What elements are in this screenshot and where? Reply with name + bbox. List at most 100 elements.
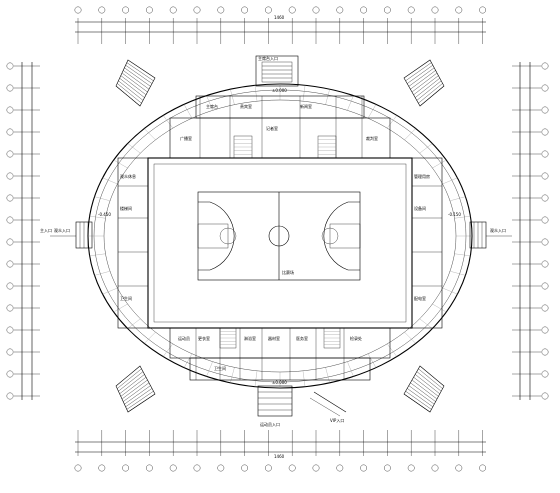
axis-bubble xyxy=(541,304,549,312)
seating-radial xyxy=(432,159,447,169)
axis-bubble xyxy=(6,260,14,268)
axis-bubble xyxy=(217,6,225,14)
axis-bubble xyxy=(6,370,14,378)
stair-tread xyxy=(416,80,442,101)
stair-fan-sw xyxy=(115,365,156,413)
axis-bubble xyxy=(74,6,82,14)
stadium-outline xyxy=(87,83,473,389)
room-label: 贵宾室 xyxy=(240,103,252,109)
seating-radial xyxy=(404,332,416,344)
seating-radial xyxy=(367,104,377,119)
stair-tread xyxy=(124,385,151,405)
stair-tread xyxy=(119,78,145,98)
south-room-labels: 运动员 更衣室 淋浴室 器材室 医务室 检录处 卫生间 xyxy=(178,335,362,371)
seating-radial xyxy=(387,115,398,129)
axis-bubble xyxy=(288,6,296,14)
seating-radial xyxy=(442,177,458,185)
top-dimension-chain: 1460 xyxy=(74,6,486,44)
stair-tread xyxy=(124,67,151,87)
room-label: 管理用房 xyxy=(414,173,430,179)
axis-bubble xyxy=(541,128,549,136)
room-label: 楼梯间 xyxy=(120,205,132,211)
axis-bubble xyxy=(217,464,225,472)
elevation-mark: ±0.000 xyxy=(272,88,287,93)
seating-radial xyxy=(113,159,128,169)
axis-bubble xyxy=(6,84,14,92)
stair-tread xyxy=(127,393,156,413)
axis-bubble xyxy=(541,370,549,378)
axis-bubble xyxy=(479,464,486,472)
axis-bubble xyxy=(479,6,486,14)
axis-bubble xyxy=(541,106,549,114)
room-label: 医务室 xyxy=(296,335,308,341)
bottom-overall-dimension: 1460 xyxy=(274,454,285,459)
seating-radial xyxy=(89,216,106,219)
east-entrance: 观众入口 xyxy=(469,221,512,249)
seating-radial xyxy=(144,332,156,344)
west-entrance: 主入口 观众入口 xyxy=(40,221,93,249)
seating-radial xyxy=(347,361,354,377)
stair-tread xyxy=(125,388,153,407)
axis-bubble xyxy=(6,216,14,224)
axis-bubble xyxy=(541,62,549,70)
axis-bubble xyxy=(6,150,14,158)
stair-tread xyxy=(413,75,439,95)
seating-radial xyxy=(230,367,235,383)
room-label: 检录处 xyxy=(350,335,362,341)
stair-tread xyxy=(120,75,147,95)
north-entrance-label: 主席台入口 xyxy=(258,55,278,61)
seating-radial xyxy=(162,115,173,129)
stair-tread xyxy=(408,67,435,87)
axis-bubble xyxy=(384,464,391,472)
axis-bubble xyxy=(541,194,549,202)
south-entrance: 运动员入口 xyxy=(257,385,293,427)
seating-radial xyxy=(94,196,111,201)
east-entrance-label: 观众入口 xyxy=(490,228,506,233)
axis-bubble xyxy=(122,464,129,472)
axis-bubble xyxy=(74,464,82,472)
seating-radial xyxy=(302,85,306,102)
seating-radial xyxy=(432,303,447,313)
axis-bubble xyxy=(6,106,14,114)
axis-bubble xyxy=(541,172,549,180)
stair-tread xyxy=(125,65,153,84)
stair-tread xyxy=(410,382,436,402)
axis-bubble xyxy=(407,464,415,472)
seating-radial xyxy=(94,271,111,276)
stair-tread xyxy=(120,377,147,397)
room-label: 淋浴室 xyxy=(244,335,256,341)
west-entrance-label: 主入口 xyxy=(40,227,52,233)
room-label: 卫生间 xyxy=(214,365,226,371)
stair-fan-ne xyxy=(403,59,445,107)
south-entrance-label: 运动员入口 xyxy=(260,421,280,427)
stair-tread xyxy=(407,65,433,84)
stair-tread xyxy=(118,80,144,101)
axis-bubble xyxy=(431,6,439,14)
stair-tread xyxy=(119,374,145,394)
stair-tread xyxy=(418,368,443,389)
stair-tread xyxy=(419,85,445,107)
seating-radial xyxy=(230,89,235,105)
stair-tread xyxy=(407,388,433,407)
seating-radial xyxy=(102,287,118,295)
stair-tread xyxy=(418,83,443,104)
seating-radial xyxy=(206,95,213,111)
axis-bubble xyxy=(169,6,177,14)
axis-bubble xyxy=(98,6,106,14)
room-label: 广播室 xyxy=(180,135,192,141)
seating-radial xyxy=(127,143,141,154)
seating-radial xyxy=(325,89,330,105)
axis-bubble xyxy=(541,326,549,334)
stair-tread xyxy=(118,371,144,392)
stair-tread xyxy=(126,62,154,81)
southeast-entrance: VIP入口 xyxy=(309,391,347,423)
stair-tread xyxy=(405,391,432,410)
stair-fan-nw xyxy=(115,59,156,107)
room-label: 器材室 xyxy=(268,335,280,341)
axis-bubble xyxy=(455,6,463,14)
stair-tread xyxy=(121,379,148,400)
elevation-mark: -0.150 xyxy=(448,212,461,217)
axis-bubble xyxy=(541,260,549,268)
bottom-dimension-chain: 1460 xyxy=(74,430,486,472)
